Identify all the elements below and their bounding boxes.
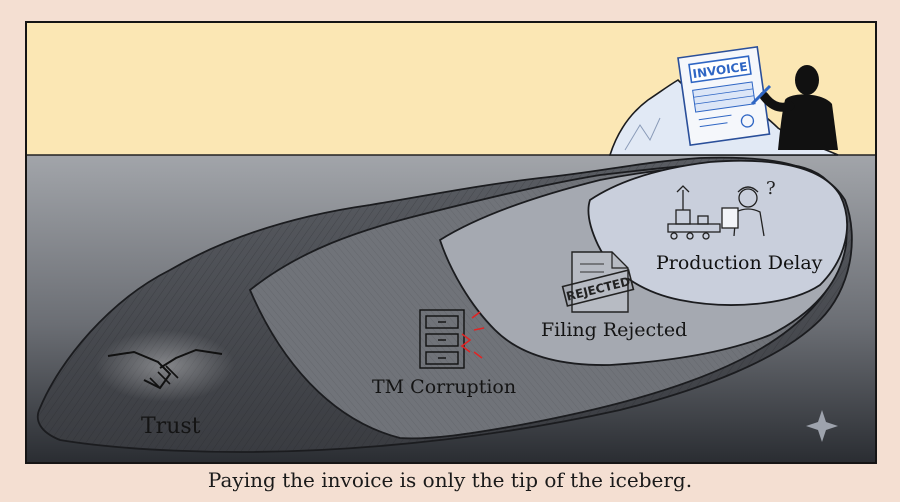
file-cabinet-icon [419,309,485,369]
conveyor-machine-icon [667,185,721,240]
rejected-document-icon: REJECTED [561,251,635,313]
worker-icon: ? [721,178,776,237]
svg-text:?: ? [766,178,776,199]
invoice-icon: INVOICE [677,45,771,147]
level-production-delay: Production Delay [656,252,823,274]
caption: Paying the invoice is only the tip of th… [207,468,693,492]
level-tm-corruption: TM Corruption [372,376,517,398]
sparkle-icon [806,410,838,442]
level-trust: Trust [141,414,201,439]
person-silhouette-icon [750,65,838,150]
level-filing-rejected: Filing Rejected [541,319,688,341]
handshake-icon [95,330,235,402]
